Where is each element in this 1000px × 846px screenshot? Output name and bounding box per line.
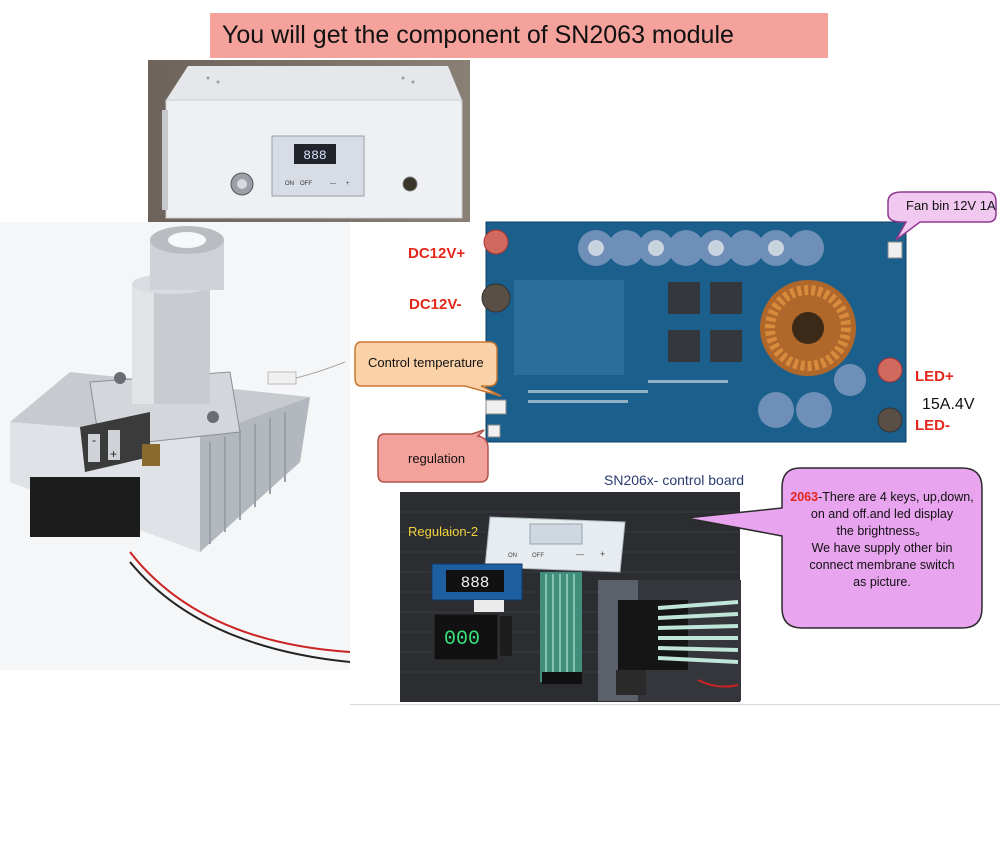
- info-callout-shape: [685, 467, 983, 629]
- dc12v-minus-label: DC12V-: [409, 296, 462, 313]
- info-callout: 2063-There are 4 keys, up,down, on and o…: [784, 489, 980, 591]
- header-banner: You will get the component of SN2063 mod…: [210, 13, 828, 58]
- info-line-1: 2063-There are 4 keys, up,down,: [784, 489, 980, 506]
- enclosure-photo: 888 ON OFF — +: [148, 60, 470, 222]
- info-line-5: connect membrane switch: [809, 558, 955, 572]
- module-plus-terminal: +: [110, 447, 117, 461]
- control-board-display: 888: [461, 574, 490, 592]
- module-minus-terminal: -: [92, 433, 96, 447]
- led-plus-label: LED+: [915, 368, 954, 385]
- bottom-rule: [350, 704, 1000, 705]
- info-line-3: the brightness。: [836, 524, 928, 538]
- membrane-key-on: ON: [508, 553, 517, 559]
- info-model: 2063: [790, 490, 819, 504]
- connector-closeup-photo: [598, 580, 741, 701]
- regulation2-label: Regulaion-2: [408, 524, 479, 539]
- membrane-key-plus: +: [600, 549, 605, 559]
- regulation-callout: regulation: [408, 451, 466, 466]
- membrane-key-minus: —: [576, 550, 584, 559]
- info-line-2: on and off.and led display: [810, 507, 954, 521]
- control-board-title: SN206x- control board: [604, 472, 745, 488]
- enclosure-key-off: OFF: [300, 181, 312, 187]
- control-temperature-callout: Control temperature: [368, 355, 484, 370]
- enclosure-key-on: ON: [285, 181, 294, 187]
- info-line-1-text: -There are 4 keys, up,down,: [818, 490, 974, 504]
- current-voltage-label: 15A.4V: [922, 396, 975, 413]
- driver-board-photo: [478, 220, 914, 448]
- info-line-4: We have supply other bin: [811, 541, 953, 555]
- regulation-callout-shape: [377, 429, 489, 483]
- info-line-6: as picture.: [853, 575, 911, 589]
- fan-bin-callout: Fan bin 12V 1A: [906, 198, 996, 213]
- heatsink-module-photo: - +: [0, 222, 350, 670]
- control-temp-callout-shape: [354, 341, 502, 397]
- green-led-display: 000: [444, 628, 480, 651]
- enclosure-key-plus: +: [346, 181, 350, 187]
- enclosure-key-minus: —: [330, 181, 336, 187]
- fan-callout-shape: [887, 191, 997, 241]
- led-minus-label: LED-: [915, 417, 950, 434]
- dc12v-plus-label: DC12V+: [408, 245, 466, 262]
- enclosure-display: 888: [303, 148, 326, 163]
- membrane-key-off: OFF: [532, 553, 544, 559]
